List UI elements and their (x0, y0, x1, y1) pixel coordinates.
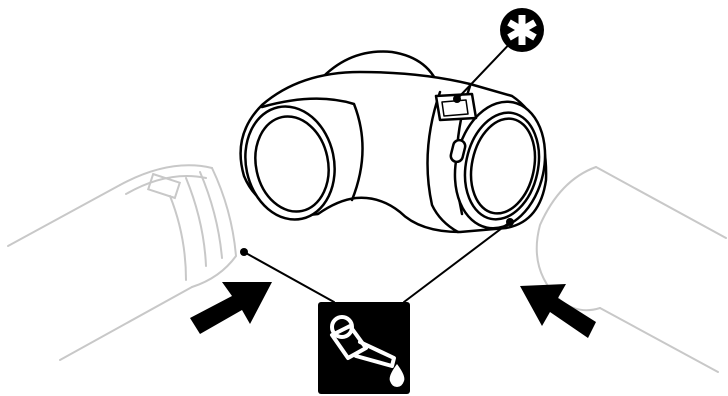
left-pipe-top-edge (7, 184, 121, 247)
left-socket-lip (260, 97, 364, 202)
left-leader-dot (240, 248, 248, 256)
oil-drop (389, 364, 405, 387)
lube-leader-right (403, 221, 511, 303)
right-socket-slot (449, 138, 467, 164)
left-pipe-bottom-edge (59, 286, 193, 361)
left-pipe-collar-top (119, 164, 213, 186)
asterisk-symbol (507, 15, 537, 45)
right-socket-inner-rim (463, 111, 541, 221)
right-pipe-top-edge (595, 166, 727, 239)
right-socket-band (426, 90, 460, 234)
left-pipe-label-patch (146, 172, 182, 200)
left-pipe-collar-rim-3 (185, 177, 207, 267)
left-ghost-pipe (7, 164, 238, 361)
left-pipe-collar-rim-1 (191, 167, 238, 288)
right-insert-arrow (520, 284, 596, 338)
arrow-icon (190, 282, 596, 338)
right-pipe-end-cap (535, 166, 601, 312)
right-leader-dot (506, 218, 514, 226)
oil-can-body (330, 324, 368, 360)
oil-can-spout (354, 340, 396, 368)
asterisk-leader-dot (453, 95, 461, 103)
right-socket-gasket (469, 117, 537, 215)
elbow-fitting (239, 50, 548, 234)
left-insert-arrow (190, 282, 272, 334)
leader-dots (240, 95, 514, 256)
left-pipe-collar-rim-2 (199, 171, 223, 259)
lube-leader-left (243, 251, 335, 303)
lubricant-oil-can-icon (318, 302, 410, 394)
asterisk-badge-icon (500, 8, 544, 52)
left-socket-inner-rim (254, 115, 330, 213)
right-pipe-bottom-edge (599, 307, 719, 373)
left-pipe-end-ring (169, 195, 187, 281)
oil-can-drawing (330, 315, 396, 368)
right-ghost-pipe (535, 166, 727, 373)
